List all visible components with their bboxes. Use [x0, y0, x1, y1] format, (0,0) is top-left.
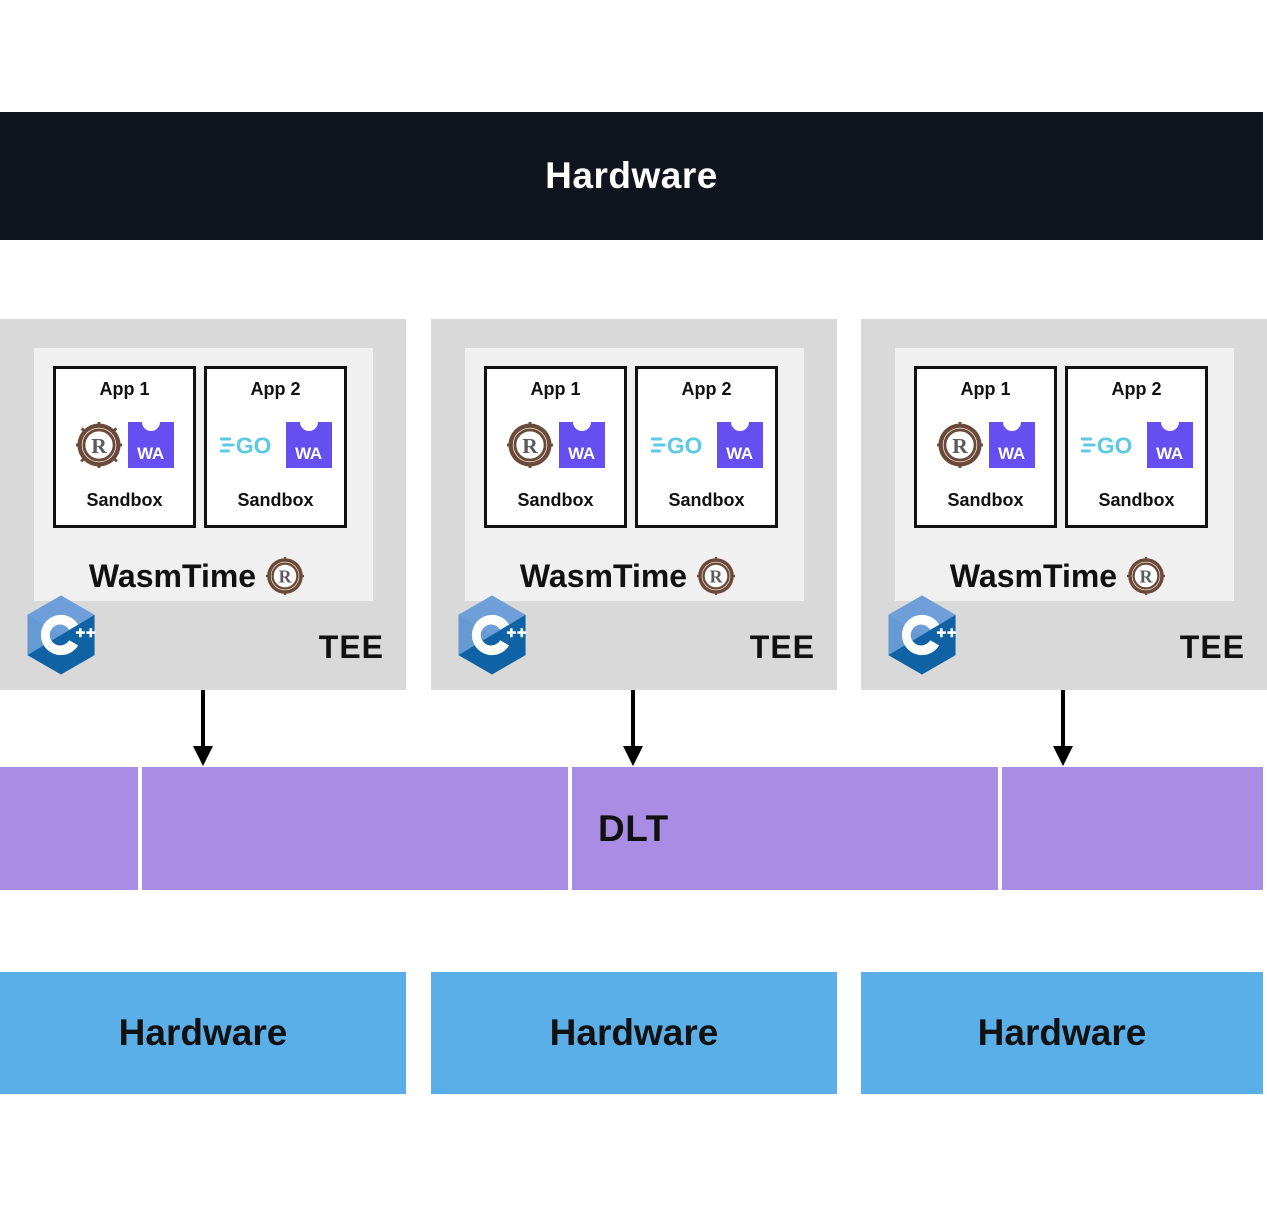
app-box-1-1[interactable]: App 1	[53, 366, 196, 528]
webassembly-logo-icon: WA	[988, 413, 1035, 468]
top-hardware-label: Hardware	[545, 155, 718, 196]
wasm-label: WA	[726, 444, 753, 463]
arrow-tee-2-to-dlt	[623, 690, 643, 766]
sandbox-label: Sandbox	[947, 490, 1024, 510]
app-row-2: App 1 R	[484, 366, 787, 528]
wasm-label: WA	[1156, 444, 1183, 463]
webassembly-logo-icon: WA	[127, 413, 174, 468]
wasmtime-label: WasmTime	[88, 557, 257, 594]
sandbox-label: Sandbox	[86, 490, 163, 510]
wasm-notch	[141, 413, 160, 431]
cpp-logo-icon	[27, 595, 96, 675]
app-box-2-2[interactable]: App 2 GO WA Sandbox	[635, 366, 778, 528]
webassembly-logo-icon: WA	[558, 413, 605, 468]
app-title: App 1	[960, 379, 1011, 399]
app-title: App 1	[530, 379, 581, 399]
svg-text:GO: GO	[1096, 432, 1131, 458]
sandbox-label: Sandbox	[1098, 490, 1175, 510]
rust-logo-icon: R	[506, 422, 553, 468]
svg-text:R: R	[522, 434, 538, 458]
svg-text:R: R	[279, 567, 293, 587]
rust-logo-icon: R	[266, 557, 305, 595]
tee-label: TEE	[318, 629, 384, 665]
dlt-segment-divider	[138, 767, 142, 890]
wasmtime-label-row-3: WasmTime R	[895, 557, 1220, 595]
wasmtime-container-3: App 1 R	[895, 348, 1234, 601]
app-title: App 2	[681, 379, 732, 399]
svg-text:R: R	[91, 434, 107, 458]
go-logo-icon: GO	[219, 432, 271, 458]
app-row-1: App 1	[53, 366, 356, 528]
wasm-notch	[1002, 413, 1021, 431]
webassembly-logo-icon: WA	[285, 413, 332, 468]
app-logo-row: GO WA	[650, 413, 763, 471]
rust-logo-icon: R	[697, 557, 736, 595]
app-title: App 1	[99, 379, 150, 399]
app-logo-row: GO WA	[219, 413, 332, 471]
wasmtime-label-row-2: WasmTime R	[465, 557, 790, 595]
sandbox-label: Sandbox	[517, 490, 594, 510]
app-logo-row: R WA	[506, 413, 605, 471]
dlt-band: DLT	[0, 767, 1263, 890]
dlt-segment-divider	[998, 767, 1002, 890]
wasmtime-container-2: App 1 R	[465, 348, 804, 601]
app-logo-row: R WA	[75, 413, 174, 471]
webassembly-logo-icon: WA	[716, 413, 763, 468]
tee-panel-1: App 1	[0, 319, 406, 690]
app-row-3: App 1 R	[914, 366, 1217, 528]
wasmtime-label-row-1: WasmTime R	[34, 557, 359, 595]
dlt-segment-divider	[568, 767, 572, 890]
app-title: App 2	[1111, 379, 1162, 399]
hardware-box-2: Hardware	[431, 972, 837, 1094]
wasm-label: WA	[568, 444, 595, 463]
svg-text:R: R	[1140, 567, 1154, 587]
webassembly-logo-icon: WA	[1146, 413, 1193, 468]
tee-label: TEE	[1179, 629, 1245, 665]
wasmtime-label: WasmTime	[949, 557, 1118, 594]
sandbox-label: Sandbox	[668, 490, 745, 510]
tee-panel-3: App 1 R	[861, 319, 1267, 690]
hardware-label: Hardware	[549, 1012, 719, 1053]
wasm-label: WA	[998, 444, 1025, 463]
cpp-logo-icon	[458, 595, 527, 675]
cpp-logo-icon	[888, 595, 957, 675]
dlt-label: DLT	[598, 807, 669, 849]
hardware-box-3: Hardware	[861, 972, 1263, 1094]
hardware-label: Hardware	[118, 1012, 288, 1053]
go-logo-icon: GO	[1080, 432, 1132, 458]
wasm-notch	[1160, 413, 1179, 431]
rust-logo-icon: R	[1127, 557, 1166, 595]
hardware-label: Hardware	[977, 1012, 1147, 1053]
rust-logo-icon: R	[936, 422, 983, 468]
wasm-notch	[730, 413, 749, 431]
app-logo-row: GO WA	[1080, 413, 1193, 471]
tee-panel-2: App 1 R	[431, 319, 837, 690]
app-box-1-2[interactable]: App 2 GO WA Sandbox	[204, 366, 347, 528]
top-hardware-bar: Hardware	[0, 112, 1263, 240]
app-box-2-1[interactable]: App 1 R	[484, 366, 627, 528]
svg-text:R: R	[710, 567, 724, 587]
app-box-3-1[interactable]: App 1 R	[914, 366, 1057, 528]
sandbox-label: Sandbox	[237, 490, 314, 510]
hardware-box-1: Hardware	[0, 972, 406, 1094]
rust-logo-icon: R	[75, 422, 122, 468]
wasmtime-container-1: App 1	[34, 348, 373, 601]
wasm-label: WA	[295, 444, 322, 463]
go-logo-icon: GO	[650, 432, 702, 458]
wasm-label: WA	[137, 444, 164, 463]
app-title: App 2	[250, 379, 301, 399]
app-logo-row: R WA	[936, 413, 1035, 471]
tee-label: TEE	[749, 629, 815, 665]
wasmtime-label: WasmTime	[519, 557, 688, 594]
svg-text:GO: GO	[235, 432, 270, 458]
arrow-tee-1-to-dlt	[193, 690, 213, 766]
svg-text:GO: GO	[666, 432, 701, 458]
wasm-notch	[572, 413, 591, 431]
wasm-notch	[299, 413, 318, 431]
app-box-3-2[interactable]: App 2 GO WA Sandbox	[1065, 366, 1208, 528]
arrow-tee-3-to-dlt	[1053, 690, 1073, 766]
svg-text:R: R	[952, 434, 968, 458]
